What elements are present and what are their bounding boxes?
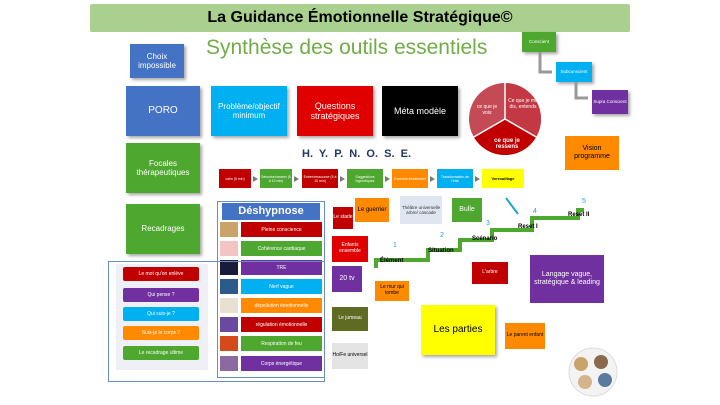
hyp-step-2: Sécuriser/ancrer (5 à 10 min): [260, 169, 292, 188]
reset2-label: Reset II: [568, 212, 590, 218]
left-list-item: Suis-je le corps ?: [123, 326, 199, 340]
figure-icon: [220, 298, 238, 313]
deshyp-item: TRE: [241, 260, 322, 275]
step-number: 4: [533, 208, 537, 215]
vision-box: Vision programme: [565, 136, 619, 170]
poro-box: PORO: [126, 86, 200, 136]
step-number: 2: [440, 232, 444, 239]
arrow-icon: [475, 176, 480, 182]
arrow-icon: [294, 176, 299, 182]
focales-box: Focales thérapeutiques: [126, 143, 200, 193]
hyp-step-7: Verrouillage: [482, 169, 524, 188]
enfants-box: Enfants ensemble: [332, 236, 368, 262]
energy-icon: [220, 356, 238, 371]
tv-box: 20 tv: [332, 266, 362, 292]
arrow-icon: [340, 176, 345, 182]
element-label: Élément: [380, 258, 404, 264]
theatre-box: Théâtre universelle arbre/ cascade: [400, 196, 442, 224]
scenario-label: Scénario: [472, 236, 498, 242]
heart-icon: [220, 241, 238, 256]
stairs-graphic: [374, 197, 584, 268]
title-bar: La Guidance Émotionnelle Stratégique©: [90, 4, 630, 32]
pie-vois: ce que je vois: [476, 104, 498, 116]
deshyp-item: Nerf vague: [241, 279, 322, 294]
stairs-arrows: [538, 52, 588, 100]
deshyp-item: régulation émotionnelle: [241, 317, 322, 332]
deshyp-item: dépollution émotionnelle: [241, 298, 322, 313]
guerrier-box: Le guerrier: [355, 198, 389, 222]
title-text: La Guidance Émotionnelle Stratégique©: [207, 8, 513, 26]
hyp-step-5: Exercice émotionnel: [392, 169, 428, 188]
people-photo-collage: [568, 347, 618, 397]
jumeau-box: Le jumeau: [332, 307, 368, 331]
choix-box: Choix impossible: [130, 44, 184, 78]
hyp-step-3: Entrer/ressource (5 à 10 min): [302, 169, 338, 188]
stade-box: Le stade: [333, 207, 353, 229]
hypnose-heading: H. Y. P. N. O. S. E.: [302, 148, 412, 160]
conscient-box: Conscient: [522, 32, 556, 52]
recadrages-box: Recadrages: [126, 204, 200, 254]
mur-box: Le mur qui tombe: [375, 281, 409, 301]
nerve-icon: [220, 279, 238, 294]
reset1-label: Reset I: [518, 224, 538, 230]
deshyp-item: Cohérence cardiaque: [241, 241, 322, 256]
left-list-item: Le mot qu'on enlève: [123, 267, 199, 281]
supraconscient-box: Supra Conscient: [592, 90, 628, 114]
subconscient-box: Subconscient: [556, 62, 592, 82]
arrow-icon: [385, 176, 390, 182]
pie-ressens: ce que je ressens: [494, 138, 520, 150]
body-icon: [220, 260, 238, 275]
left-list-item: Qui pense ?: [123, 288, 199, 302]
arrow-icon: [430, 176, 435, 182]
hyp-step-4: Suggestions hypnotiques: [347, 169, 383, 188]
step-number: 1: [393, 242, 397, 249]
meta-box: Méta modèle: [382, 86, 458, 136]
arbre-box: L'arbre: [472, 262, 508, 284]
fire-icon: [220, 336, 238, 351]
situation-label: Situation: [428, 248, 454, 254]
left-list-item: Le recadrage ultime: [123, 346, 199, 360]
parent-box: Le parent enfant: [505, 323, 545, 349]
arrow-icon: [253, 176, 258, 182]
questions-box: Questions stratégiques: [297, 86, 373, 136]
step-number: 5: [582, 198, 586, 205]
pie-dis: Ce que je me dis, entends: [508, 98, 538, 110]
probleme-box: Problème/objectif minimum: [211, 86, 287, 136]
deshypnose-heading: Déshypnose: [222, 203, 320, 220]
subtitle: Synthèse des outils essentiels: [206, 36, 488, 59]
bulle-box: Bulle: [452, 198, 482, 222]
parties-box: Les parties: [421, 305, 495, 355]
perception-pie: [469, 82, 542, 156]
left-list-item: Qui suis-je ?: [123, 307, 199, 321]
deshyp-item: Respiration de feu: [241, 336, 322, 351]
hyp-step-6: Transformation de l'état: [437, 169, 473, 188]
meditation-icon: [220, 222, 238, 237]
hyp-step-1: calm (5 min): [219, 169, 251, 188]
langage-box: Langage vague, stratégique & leading: [530, 255, 604, 303]
left-list-panel: [108, 261, 325, 382]
hofe-box: Ho/Fe universel: [332, 343, 368, 369]
brain-icon: [220, 317, 238, 332]
deshyp-item: Corps énergétique: [241, 356, 322, 371]
deshyp-item: Pleine conscience: [241, 222, 322, 237]
step-number: 3: [486, 220, 490, 227]
